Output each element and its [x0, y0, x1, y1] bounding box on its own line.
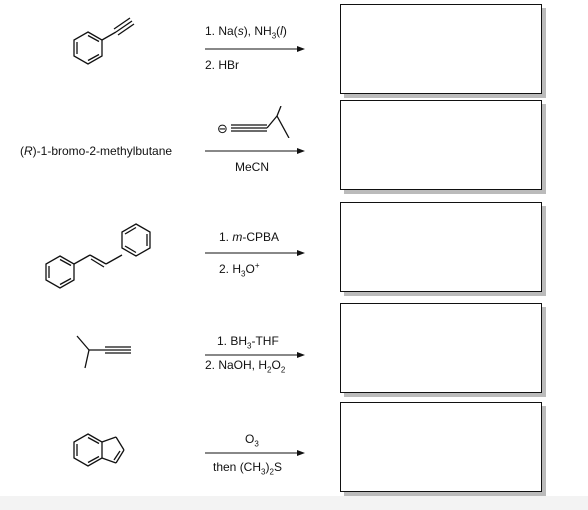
condition-2-solvent: MeCN — [235, 160, 270, 174]
bottom-strip — [0, 496, 588, 510]
reactant-label-2: (R)-1-bromo-2-methylbutane — [20, 144, 173, 158]
reaction-arrow-2 — [205, 148, 305, 154]
condition-3-step-1: 1. m-CPBA — [219, 230, 280, 244]
reaction-arrow-1 — [205, 46, 305, 52]
indene-structure — [73, 433, 125, 467]
condition-5-step-2: then (CH3)2S — [213, 460, 282, 477]
condition-1-step-2: 2. HBr — [205, 58, 240, 72]
acetylide-reagent-structure: ⊖ — [217, 106, 290, 138]
condition-4-step-1: 1. BH3-THF — [217, 334, 279, 351]
reaction-arrow-3 — [205, 250, 305, 256]
reaction-conditions-5: O3 then (CH3)2S — [205, 430, 305, 490]
reaction-row-4: 1. BH3-THF 2. NaOH, H2O2 — [0, 300, 588, 400]
reaction-conditions-3: 1. m-CPBA 2. H3O+ — [205, 228, 305, 288]
reaction-conditions-4: 1. BH3-THF 2. NaOH, H2O2 — [205, 332, 305, 392]
phenylacetylene-structure — [73, 17, 135, 65]
reaction-conditions-2: MeCN — [205, 136, 305, 186]
condition-1-step-1: 1. Na(s), NH3(l) — [205, 24, 287, 41]
condition-4-step-2: 2. NaOH, H2O2 — [205, 358, 286, 375]
product-box-4 — [340, 303, 542, 393]
reaction-row-1: 1. Na(s), NH3(l) 2. HBr — [0, 0, 588, 100]
product-box-3 — [340, 202, 542, 292]
reaction-conditions-1: 1. Na(s), NH3(l) 2. HBr — [205, 18, 305, 88]
stilbene-structure — [45, 223, 151, 289]
product-box-1 — [340, 4, 542, 94]
reaction-arrow-4 — [205, 352, 305, 358]
reaction-row-2: (R)-1-bromo-2-methylbutane ⊖ MeCN — [0, 100, 588, 200]
condition-3-step-2: 2. H3O+ — [219, 261, 260, 279]
product-box-5 — [340, 402, 542, 492]
negative-charge: ⊖ — [217, 121, 228, 136]
reaction-row-5: O3 then (CH3)2S — [0, 400, 588, 496]
condition-5-step-1: O3 — [245, 432, 259, 449]
3-methyl-1-butyne-structure — [76, 335, 131, 369]
reaction-row-3: 1. m-CPBA 2. H3O+ — [0, 200, 588, 300]
reaction-arrow-5 — [205, 450, 305, 456]
product-box-2 — [340, 100, 542, 190]
